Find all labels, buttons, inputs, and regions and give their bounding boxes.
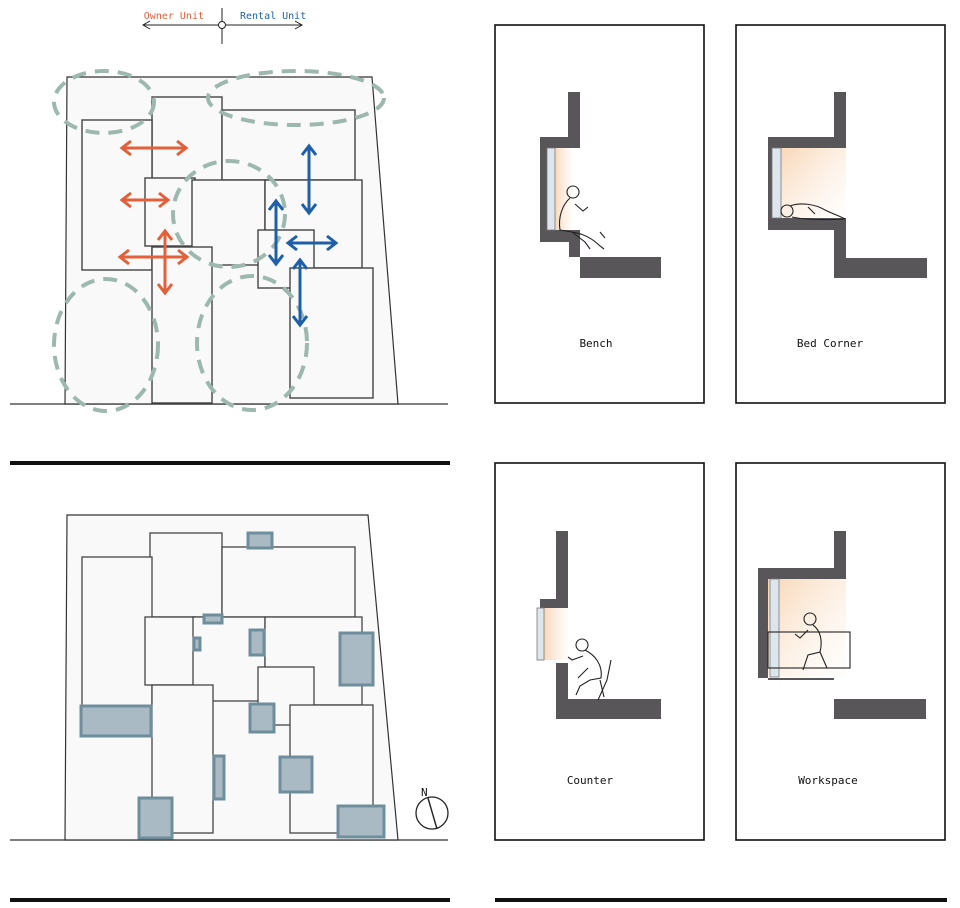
reclining-person-icon: [780, 203, 846, 221]
seated-person-icon: [558, 185, 606, 250]
panel-counter: Counter: [494, 462, 705, 841]
legend-rental-unit: Rental Unit: [240, 11, 306, 22]
panel-bed-corner: Bed Corner: [735, 24, 946, 404]
owner-arrows: [117, 139, 190, 296]
north-label: N: [421, 786, 428, 799]
circulation-plan: [10, 69, 448, 413]
panel-workspace: Workspace: [735, 462, 946, 841]
panel-label: Counter: [567, 774, 614, 787]
room-blocks: [81, 96, 374, 404]
legend-owner-unit: Owner Unit: [144, 11, 204, 22]
legend: Owner Unit Rental Unit: [141, 8, 306, 44]
panel-label: Bed Corner: [797, 337, 864, 350]
north-arrow: N: [415, 786, 449, 830]
window-plan: N: [10, 514, 449, 841]
counter-person-icon: [567, 638, 612, 701]
panel-label: Bench: [579, 337, 612, 350]
rental-arrows: [267, 143, 339, 328]
panel-bench: Bench: [494, 24, 705, 404]
workspace-person-icon: [794, 612, 828, 671]
activity-zones: [52, 69, 386, 413]
panel-label: Workspace: [798, 774, 858, 787]
window-openings: [79, 531, 386, 840]
